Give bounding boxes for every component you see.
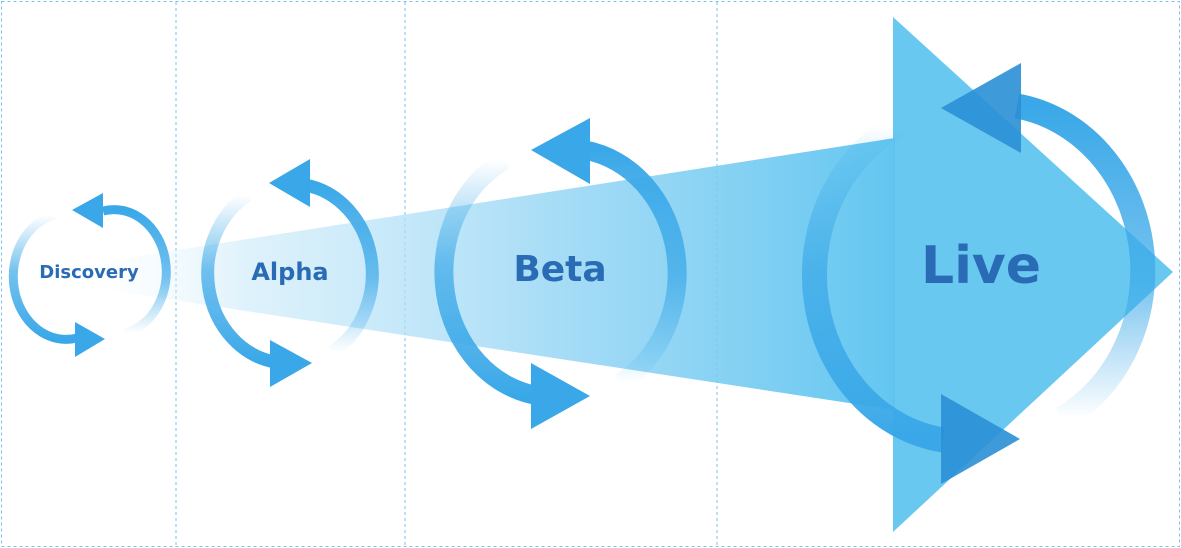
cycle-arrow-bottom <box>201 189 277 369</box>
arrowhead-right <box>75 322 105 357</box>
growth-arrow-body <box>62 138 895 410</box>
phase-label-discovery: Discovery <box>39 262 139 283</box>
cycle-arrow-top <box>101 205 171 338</box>
cycle-beta: Beta <box>434 118 687 429</box>
cycle-arrow-bottom <box>434 151 542 406</box>
arrowhead-left <box>941 63 1021 153</box>
arrowhead-left <box>531 118 590 184</box>
growth-arrow-head <box>893 17 1173 532</box>
growth-arrow <box>62 17 1173 532</box>
arrowhead-left <box>72 193 103 228</box>
cycle-alpha: Alpha <box>201 159 379 387</box>
phase-label-live: Live <box>921 236 1041 296</box>
cycle-arrow-top <box>583 140 687 392</box>
phase-label-beta: Beta <box>513 249 606 290</box>
arrowhead-right <box>941 394 1020 484</box>
arrowhead-right <box>270 340 312 387</box>
phase-label-alpha: Alpha <box>251 258 328 286</box>
arrowhead-right <box>531 363 590 429</box>
arrowhead-left <box>269 159 310 207</box>
cycle-arrow-top <box>303 178 379 358</box>
cycle-arrow-bottom <box>802 114 946 453</box>
cycle-arrow-top <box>1014 93 1156 430</box>
cycle-arrow-bottom <box>8 210 79 344</box>
cycle-live: Live <box>802 63 1156 484</box>
cycle-discovery: Discovery <box>8 193 171 357</box>
